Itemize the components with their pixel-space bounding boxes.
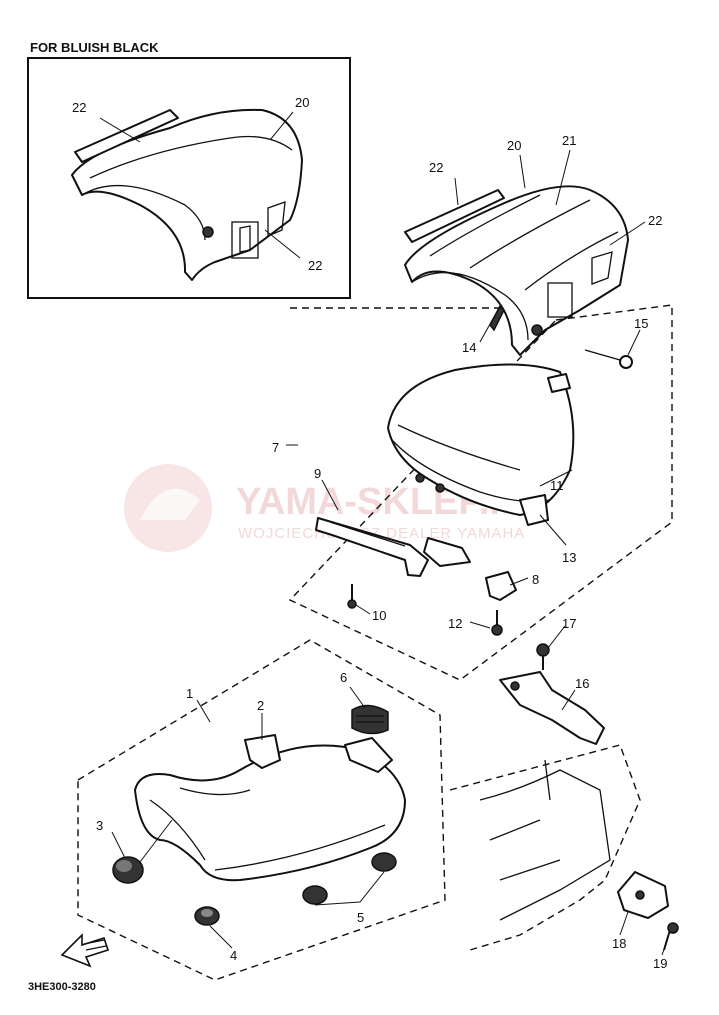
callout-9: 9 [314,466,321,481]
part-6-pad [351,704,389,735]
callout-6: 6 [340,670,347,685]
callout-7: 7 [272,440,279,455]
callout-22-strip: 22 [429,160,443,175]
part-5-dampers [302,852,397,905]
screw-12 [491,610,503,636]
inset-callout-22b: 22 [308,258,322,273]
front-arrow-icon [60,933,110,968]
callout-20: 20 [507,138,521,153]
part-14-clip [489,304,505,332]
callout-10: 10 [372,608,386,623]
hinge-16 [499,671,605,745]
inset-callout-22a: 22 [72,100,86,115]
screw-10 [347,584,357,609]
watermark-subtitle: WOJCIECHOWICZ DEALER YAMAHA [238,525,525,542]
plate-middle [423,537,471,567]
seat-bracket [344,737,393,773]
callout-17: 17 [562,616,576,631]
diagram-code: 3HE300-3280 [28,981,96,993]
part-3-knob [112,856,144,884]
bolt-15 [584,349,633,369]
callout-1: 1 [186,686,193,701]
seat-cowl [404,185,629,356]
inset-title: FOR BLUISH BLACK [30,40,159,55]
callout-3: 3 [96,818,103,833]
callout-15: 15 [634,316,648,331]
inset-panel: FOR BLUISH BLACK 22 20 22 [27,40,351,299]
callout-13: 13 [562,550,576,565]
callout-2: 2 [257,698,264,713]
callout-21: 21 [562,133,576,148]
lock-18 [617,871,669,919]
callout-labels: 22 20 21 22 14 15 7 9 11 13 8 10 12 17 1… [96,133,667,971]
inset-seat-cowl [71,108,303,281]
screw-19 [663,922,679,951]
bracket-8 [485,571,517,601]
callout-8: 8 [532,572,539,587]
callout-14: 14 [462,340,476,355]
bracket-9 [315,517,429,577]
assembly-1-outline [77,639,446,981]
leader-lines [111,149,669,956]
callout-19: 19 [653,956,667,971]
bolt-17 [536,643,550,670]
callout-18: 18 [612,936,626,951]
main-seat [134,744,406,882]
callout-11: 11 [550,478,564,493]
assembly-7-outline [288,304,673,681]
inset-callout-20: 20 [295,95,309,110]
frame-section [449,744,641,951]
callout-12: 12 [448,616,462,631]
part-2-tag [244,734,281,769]
callout-22-side: 22 [648,213,662,228]
callout-4: 4 [230,948,237,963]
callout-5: 5 [357,910,364,925]
pillion-seat [387,363,575,526]
cowl-strip [404,189,505,243]
callout-16: 16 [575,676,589,691]
part-4-damper [194,906,220,926]
